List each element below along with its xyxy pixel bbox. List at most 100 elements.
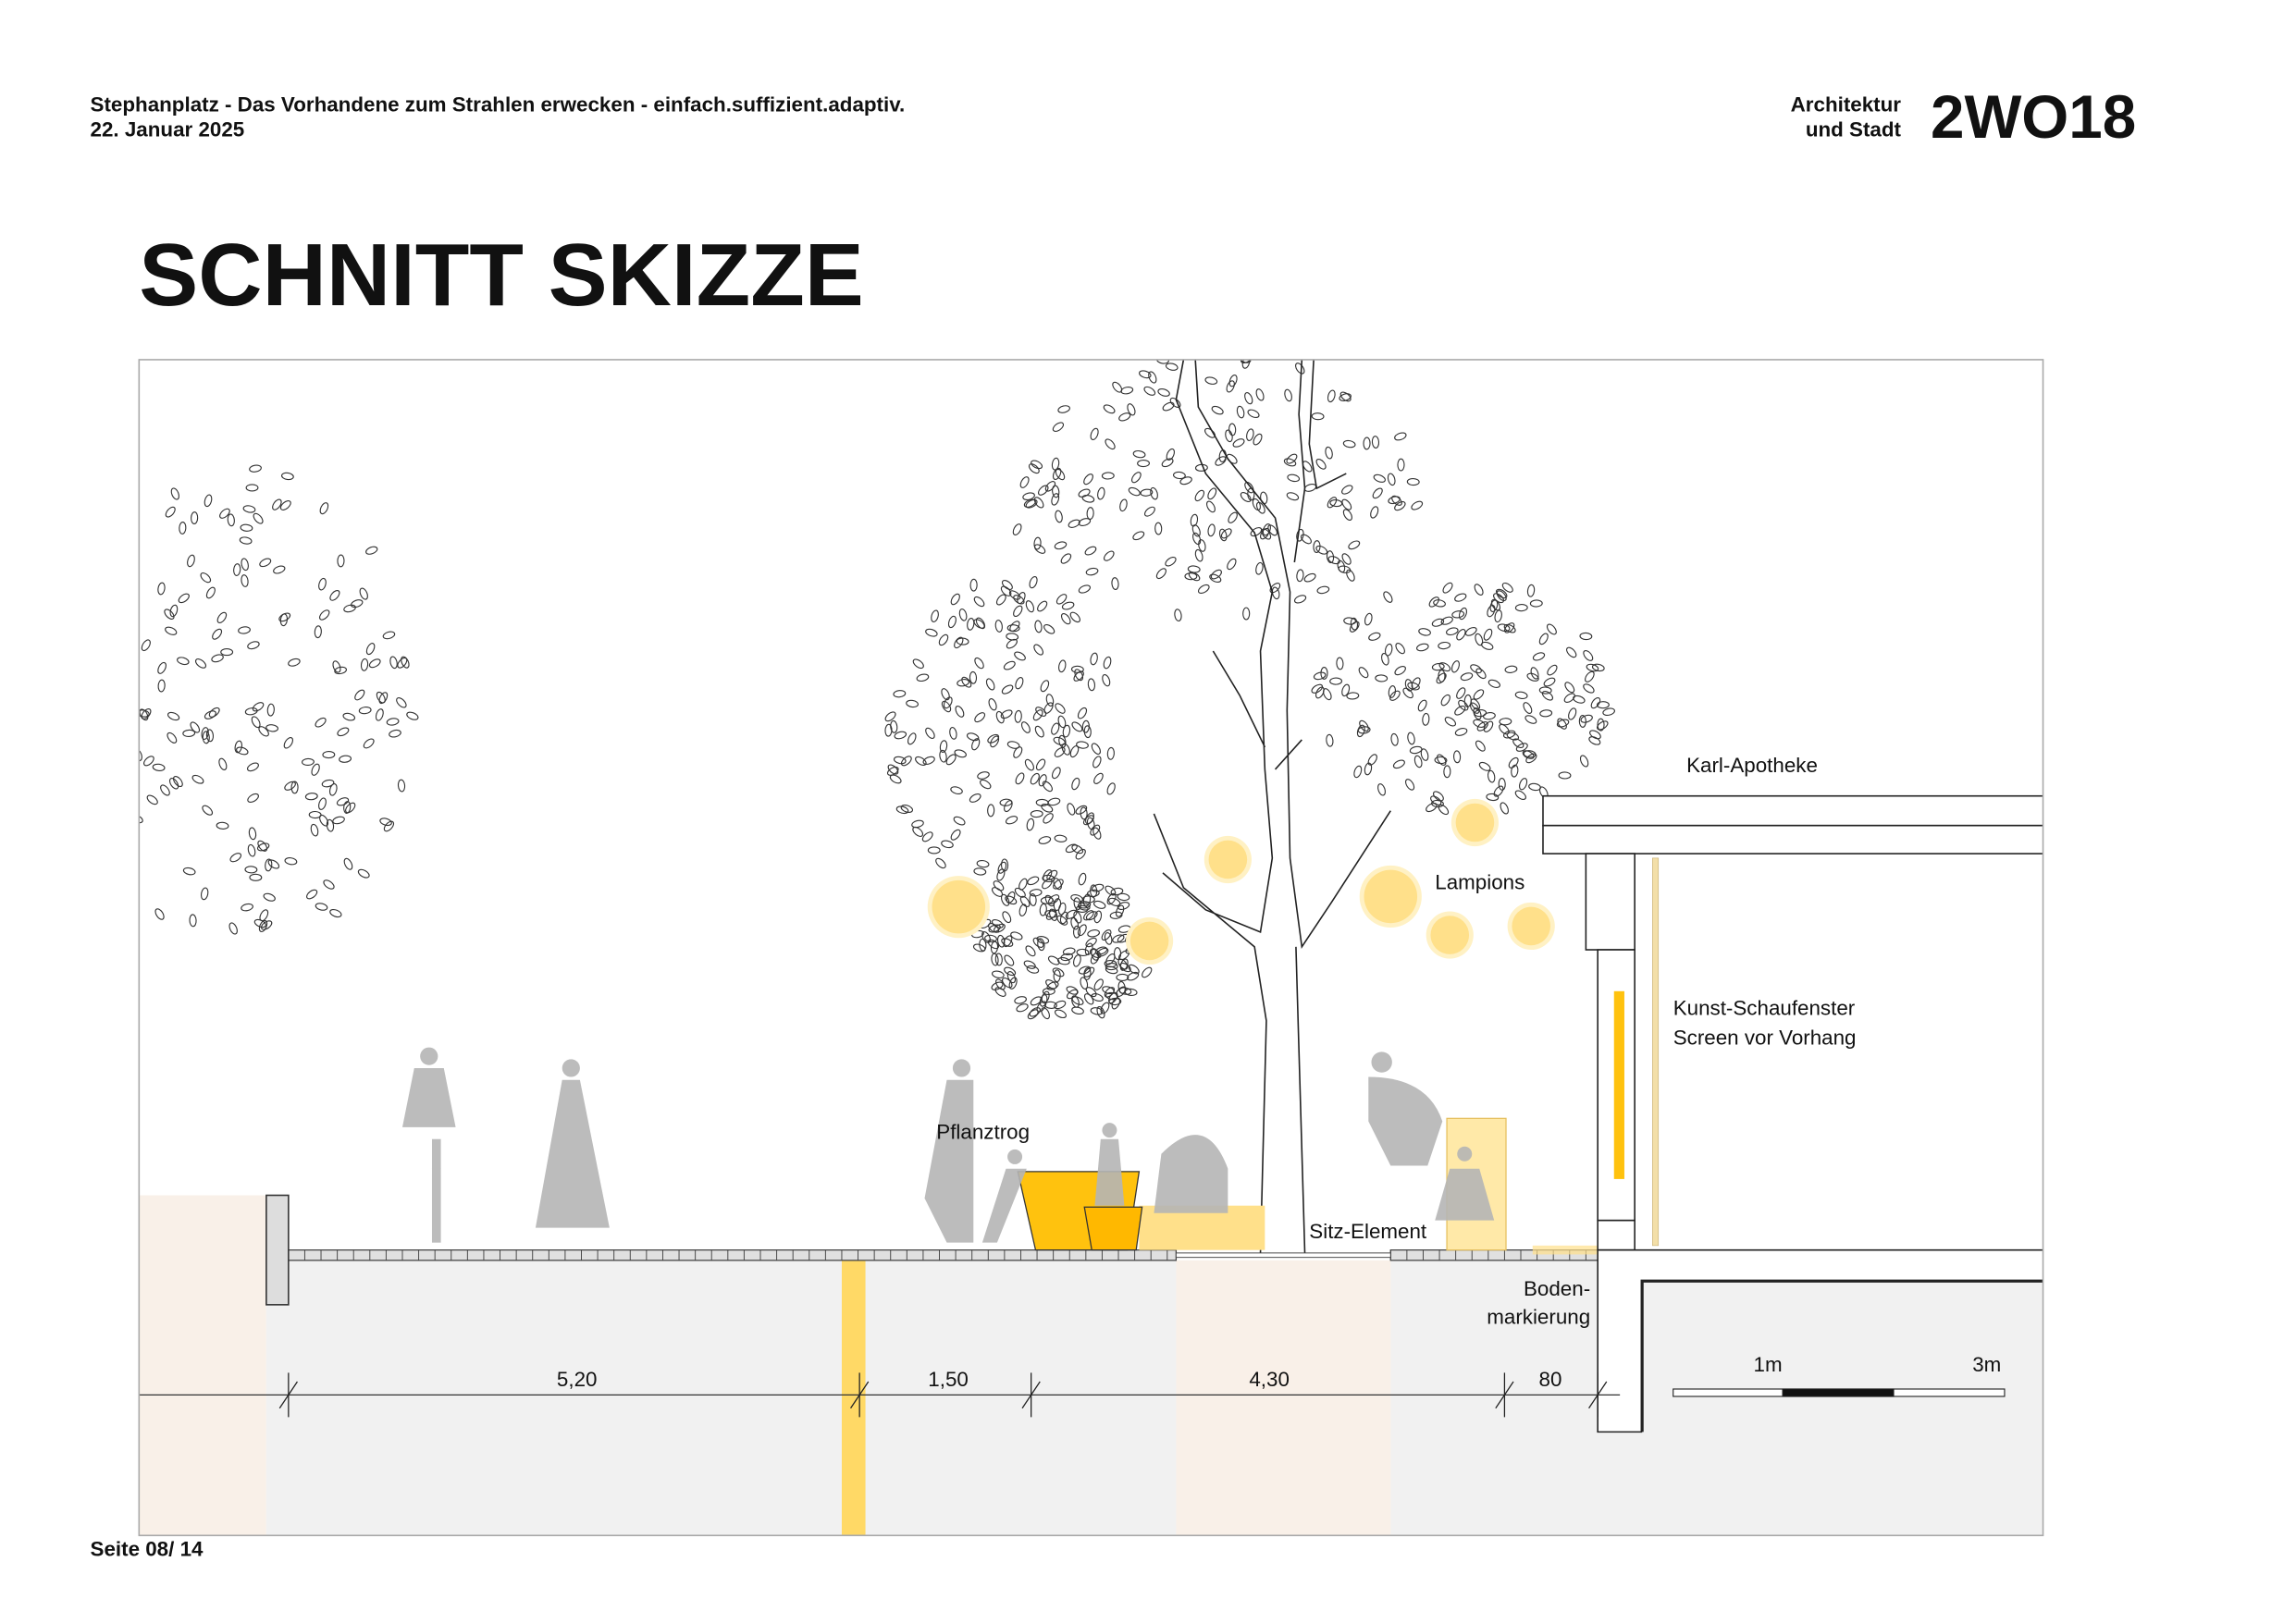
leaf-icon (1487, 679, 1501, 688)
leaf-icon (263, 892, 276, 902)
leaf-icon (1390, 732, 1399, 746)
leaf-icon (216, 821, 229, 830)
leaf-icon (358, 706, 372, 715)
leaf-icon (1000, 709, 1013, 719)
leaf-icon (1512, 738, 1524, 749)
curtain (1652, 857, 1660, 1247)
leaf-icon (1417, 699, 1427, 712)
leaf-icon (1315, 458, 1327, 470)
leaf-icon (1383, 591, 1393, 603)
leaf-icon (112, 824, 125, 833)
leaf-icon (1368, 632, 1381, 641)
leaf-icon (1054, 541, 1068, 550)
leaf-icon (249, 464, 262, 473)
leaf-icon (100, 761, 110, 774)
lampion (1455, 803, 1495, 842)
leaf-icon (1018, 904, 1028, 916)
leaf-icon (977, 771, 990, 780)
lampion (932, 879, 986, 934)
leaf-icon (1018, 878, 1028, 891)
tree-foliage (100, 359, 1616, 1020)
tree-grate (1175, 1252, 1391, 1259)
leaf-icon (1194, 489, 1205, 502)
leaf-icon (208, 707, 220, 718)
leaf-icon (941, 840, 954, 849)
leaf-icon (1389, 690, 1401, 701)
leaf-icon (1043, 623, 1055, 634)
leaf-icon (1006, 624, 1020, 633)
leaf-icon (1539, 709, 1553, 718)
leaf-icon (1075, 805, 1088, 815)
leaf-icon (200, 887, 209, 901)
leaf-icon (1030, 996, 1043, 1006)
leaf-icon (1086, 507, 1094, 521)
leaf-icon (1092, 756, 1102, 768)
leaf-icon (1092, 827, 1102, 840)
leaf-icon (1473, 707, 1482, 720)
section-drawing: Karl-Apotheke Lampions Kunst-Schaufenste… (100, 359, 2044, 1537)
leaf-icon (1015, 677, 1024, 690)
leaf-icon (1075, 848, 1086, 860)
leaf-icon (290, 781, 299, 794)
leaf-icon (1115, 904, 1125, 917)
leaf-icon (1076, 948, 1090, 956)
leaf-icon (1188, 572, 1201, 582)
leaf-icon (1315, 545, 1328, 555)
leaf-icon (1041, 1007, 1051, 1020)
leaf-icon (308, 810, 322, 819)
leaf-icon (1511, 764, 1519, 778)
leaf-icon (1597, 720, 1609, 731)
leaf-icon (1057, 659, 1067, 673)
leaf-icon (239, 536, 253, 545)
leaf-icon (1241, 359, 1253, 364)
leaf-icon (1080, 977, 1089, 990)
leaf-icon (1128, 486, 1141, 497)
yellow-chair (1083, 1206, 1143, 1251)
leaf-icon (1327, 497, 1338, 509)
ground-peach-mid (1176, 1260, 1391, 1536)
leaf-icon (205, 586, 216, 599)
leaf-icon (379, 818, 392, 827)
leaf-icon (1583, 683, 1595, 694)
project-line: Stephanplatz - Das Vorhandene zum Strahl… (91, 92, 906, 116)
leaf-icon (363, 738, 375, 749)
leaf-icon (1422, 712, 1430, 726)
dimension-ticks (278, 1372, 1608, 1418)
leaf-icon (1001, 938, 1014, 947)
leaf-icon (1250, 527, 1263, 537)
leaf-icon (1375, 674, 1389, 682)
leaf-icon (1464, 626, 1477, 636)
scale-bar (1673, 1388, 2006, 1397)
leaf-icon (1409, 745, 1423, 755)
leaf-icon (306, 889, 318, 900)
leaf-icon (1068, 519, 1080, 528)
leaf-icon (1269, 583, 1281, 594)
leaf-icon (993, 880, 1005, 891)
leaf-icon (1253, 433, 1263, 446)
leaf-icon (1157, 387, 1170, 397)
leaf-icon (1025, 600, 1035, 613)
leaf-icon (1295, 363, 1305, 375)
leaf-icon (242, 505, 256, 513)
leaf-icon (1032, 709, 1043, 721)
lampion (1208, 840, 1248, 879)
leaf-icon (128, 843, 137, 856)
leaf-icon (1456, 629, 1466, 641)
leaf-icon (953, 816, 966, 826)
leaf-icon (988, 698, 997, 711)
leaf-icon (1454, 705, 1466, 716)
label-karl-apotheke: Karl-Apotheke (1686, 754, 1818, 777)
leaf-icon (382, 631, 396, 640)
leaf-icon (1494, 609, 1502, 623)
leaf-icon (1506, 732, 1520, 741)
leaf-icon (354, 689, 365, 701)
leaf-icon (1143, 386, 1156, 396)
yellow-strip (841, 1251, 866, 1536)
leaf-icon (1367, 754, 1377, 766)
leaf-icon (1096, 947, 1109, 957)
leaf-icon (1236, 405, 1245, 419)
leaf-icon (1033, 544, 1046, 554)
leaf-icon (157, 679, 166, 693)
leaf-icon (974, 712, 986, 723)
leaf-icon (1080, 806, 1088, 820)
